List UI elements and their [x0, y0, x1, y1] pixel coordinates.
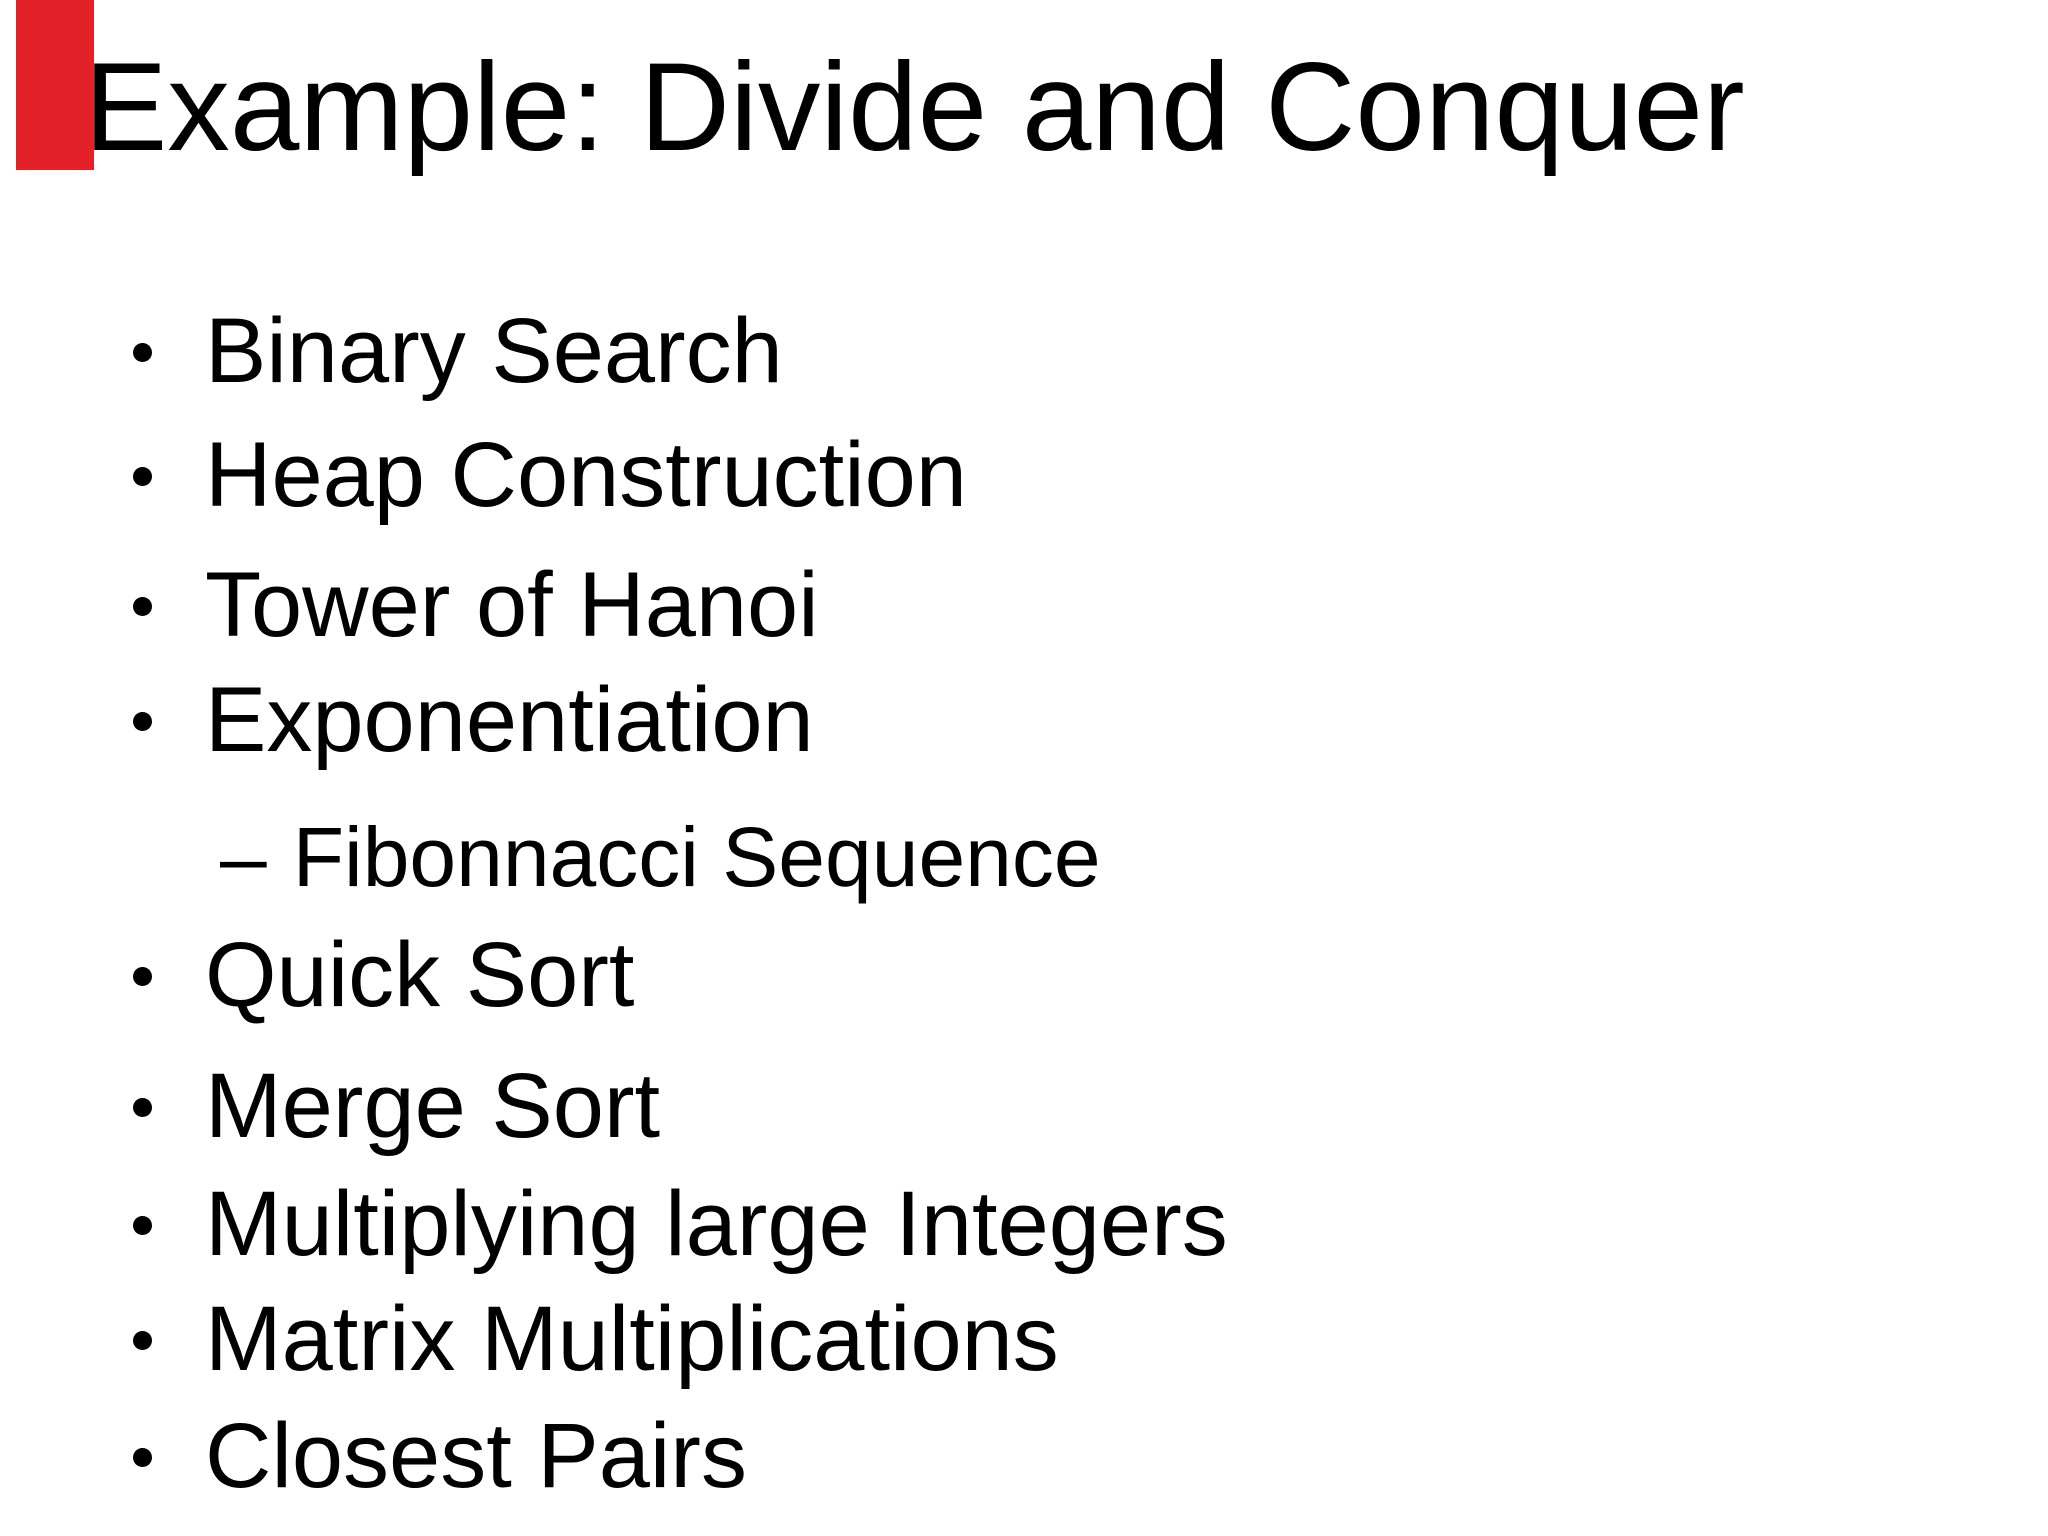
- bullet-label: Matrix Multiplications: [205, 1288, 1059, 1391]
- bullet-label: Quick Sort: [205, 924, 635, 1027]
- list-item-quick-sort: Quick Sort: [133, 921, 634, 1031]
- bullet-label: Merge Sort: [205, 1055, 661, 1158]
- bullet-label: Exponentiation: [205, 669, 814, 772]
- bullet-label: Closest Pairs: [205, 1405, 747, 1508]
- bullet-label: Binary Search: [205, 300, 783, 403]
- list-item-fibonnacci-sequence: – Fibonnacci Sequence: [220, 807, 1101, 907]
- dash-bullet-icon: –: [220, 810, 267, 904]
- bullet-dot-icon: [133, 711, 152, 731]
- bullet-dot-icon: [133, 966, 152, 986]
- list-item-tower-of-hanoi: Tower of Hanoi: [133, 551, 819, 661]
- list-item-merge-sort: Merge Sort: [133, 1052, 660, 1162]
- bullet-dot-icon: [133, 1215, 152, 1235]
- bullet-dot-icon: [133, 466, 152, 486]
- bullet-dot-icon: [133, 342, 152, 362]
- red-corner-marker: [16, 0, 94, 170]
- bullet-label: Fibonnacci Sequence: [292, 809, 1101, 904]
- list-item-binary-search: Binary Search: [133, 297, 783, 407]
- bullet-dot-icon: [133, 596, 152, 616]
- list-item-exponentiation: Exponentiation: [133, 666, 814, 776]
- list-item-heap-construction: Heap Construction: [133, 421, 967, 531]
- list-item-multiplying-large-integers: Multiplying large Integers: [133, 1170, 1228, 1280]
- list-item-closest-pairs: Closest Pairs: [133, 1402, 747, 1512]
- bullet-label: Tower of Hanoi: [205, 554, 819, 657]
- list-item-matrix-multiplications: Matrix Multiplications: [133, 1285, 1059, 1395]
- bullet-dot-icon: [133, 1330, 152, 1350]
- slide-title: Example: Divide and Conquer: [84, 38, 1745, 177]
- bullet-dot-icon: [133, 1097, 152, 1117]
- bullet-dot-icon: [133, 1447, 152, 1467]
- bullet-label: Heap Construction: [205, 424, 967, 527]
- bullet-label: Multiplying large Integers: [205, 1173, 1228, 1276]
